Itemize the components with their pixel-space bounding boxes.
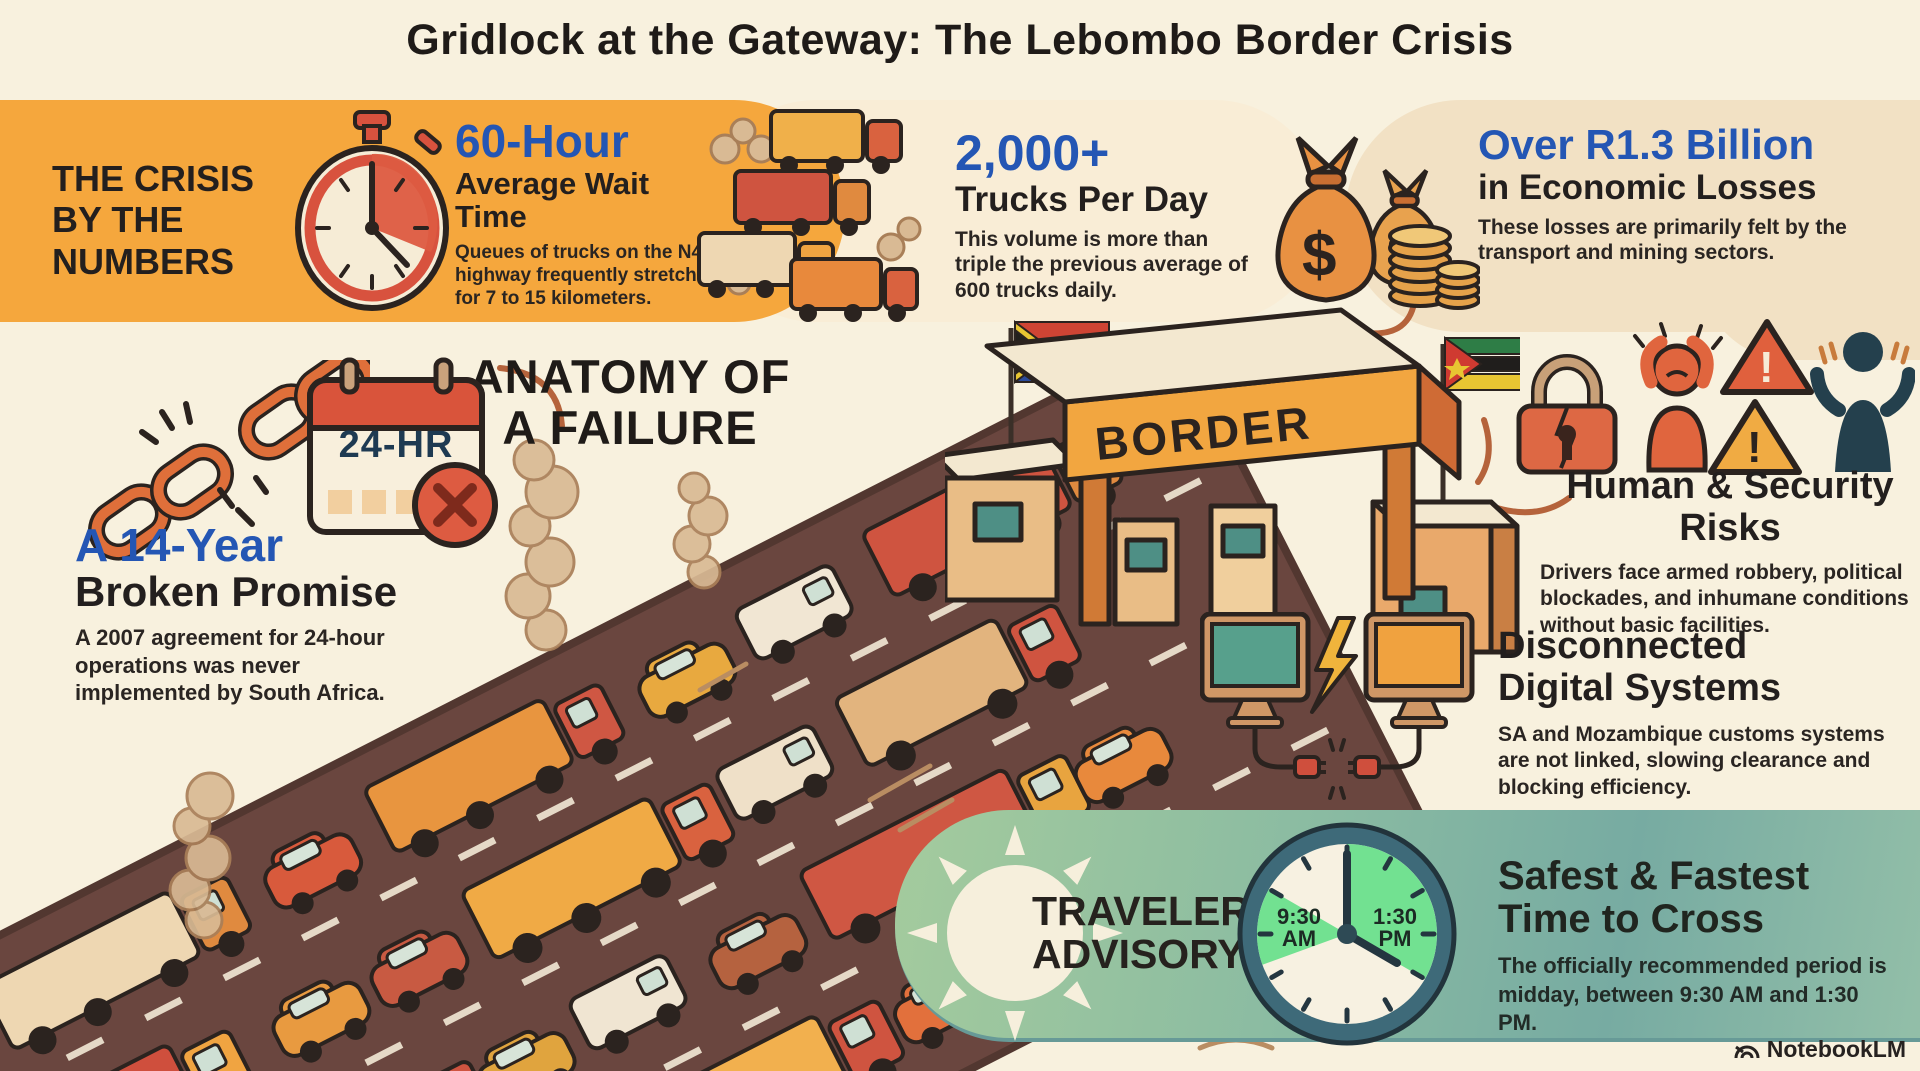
crisis-section-heading: THE CRISIS BY THE NUMBERS: [52, 158, 255, 282]
monitor-icon: [1200, 612, 1311, 729]
car: [369, 929, 470, 1013]
broken-promise-block: A 14-Year Broken Promise A 2007 agreemen…: [75, 522, 415, 707]
van: [568, 954, 688, 1054]
monitor-icon: [1363, 612, 1475, 729]
vehicles-lane-2: [0, 603, 1082, 1071]
car: [637, 640, 738, 724]
money-bags-icon: $ $: [1275, 136, 1480, 310]
van: [734, 564, 854, 664]
sun-icon: [907, 825, 1123, 1041]
stat-description: This volume is more than triple the prev…: [955, 227, 1248, 302]
stat-value: 60-Hour: [455, 115, 629, 167]
coin-stack: [1388, 224, 1480, 310]
calendar-label: 24-HR: [338, 424, 454, 466]
stat-value: 2,000+: [955, 125, 1110, 181]
car: [263, 831, 364, 915]
digital-systems-description: SA and Mozambique customs systems are no…: [1498, 723, 1885, 799]
stat-value: Over R1.3 Billion: [1478, 121, 1815, 168]
car: [476, 1029, 577, 1071]
security-risks-title: Human & Security Risks: [1566, 465, 1894, 549]
unplugged-cable-icon: [1252, 727, 1422, 800]
stat-wait-time: 60-Hour Average Wait Time Queues of truc…: [455, 118, 710, 311]
break-sparks: [139, 401, 269, 527]
car: [1073, 725, 1174, 809]
car: [271, 979, 372, 1063]
anatomy-section-heading: ANATOMY OF A FAILURE: [469, 350, 791, 454]
border-buildings: [945, 437, 1520, 655]
security-risk-icons: ! !: [1516, 319, 1915, 475]
alarmed-person-icon: [1810, 332, 1915, 472]
watermark: NotebookLM: [1733, 1036, 1906, 1063]
stat-description: These losses are primarily felt by the t…: [1478, 215, 1847, 265]
broken-promise-description: A 2007 agreement for 24-hour operations …: [75, 625, 385, 706]
page-title: Gridlock at the Gateway: The Lebombo Bor…: [406, 16, 1514, 64]
notebooklm-logo: [1734, 1045, 1760, 1058]
disconnected-systems-icon: [1200, 612, 1475, 800]
border-gate-illustration: BORDER: [945, 307, 1520, 655]
truck: [834, 603, 1082, 771]
stat-description: Queues of trucks on the N4 highway frequ…: [455, 242, 703, 310]
lightning-icon: [1310, 616, 1358, 714]
traveler-advisory-heading: TRAVELER ADVISORY: [1032, 888, 1250, 978]
truck: [364, 683, 626, 858]
stat-label: in Economic Losses: [1478, 168, 1817, 207]
van: [715, 724, 835, 825]
stat-trucks-per-day: 2,000+ Trucks Per Day This volume is mor…: [955, 128, 1285, 304]
truck: [461, 782, 736, 964]
advisory-title: Safest & Fastest Time to Cross: [1498, 854, 1810, 942]
truck: [0, 1029, 255, 1071]
calendar-24hr-icon: [307, 357, 498, 548]
car: [708, 911, 809, 995]
security-risks-description: Drivers face armed robbery, political bl…: [1540, 561, 1909, 637]
warning-triangle-icon: ! !: [1708, 319, 1814, 475]
clock-icon: [1237, 822, 1457, 1046]
broken-promise-accent: A 14-Year: [75, 519, 283, 571]
distressed-driver-icon: [1633, 322, 1723, 473]
exhaust-smoke: [168, 438, 729, 940]
stat-label: Average Wait Time: [455, 166, 650, 234]
clock-start-time: 9:30 AM: [1276, 904, 1322, 951]
mozambique-flag: [1444, 336, 1520, 392]
truck-queue-icon: [697, 109, 922, 322]
watermark-text: NotebookLM: [1766, 1036, 1906, 1062]
stopwatch-icon: [295, 110, 449, 311]
svg-text:!: !: [1759, 343, 1774, 392]
border-gantry: [984, 307, 1462, 627]
stat-economic-losses: Over R1.3 Billion in Economic Losses The…: [1478, 124, 1913, 266]
broken-padlock-icon: [1516, 354, 1618, 475]
stat-label: Trucks Per Day: [955, 180, 1208, 219]
svg-text:!: !: [1747, 423, 1762, 472]
digital-systems-title: Disconnected Digital Systems: [1498, 625, 1781, 709]
truck: [628, 999, 906, 1071]
clock-end-time: 1:30 PM: [1372, 904, 1418, 951]
broken-promise-title: Broken Promise: [75, 568, 398, 615]
svg-text:$: $: [1302, 221, 1336, 290]
advisory-description: The officially recommended period is mid…: [1498, 953, 1887, 1036]
